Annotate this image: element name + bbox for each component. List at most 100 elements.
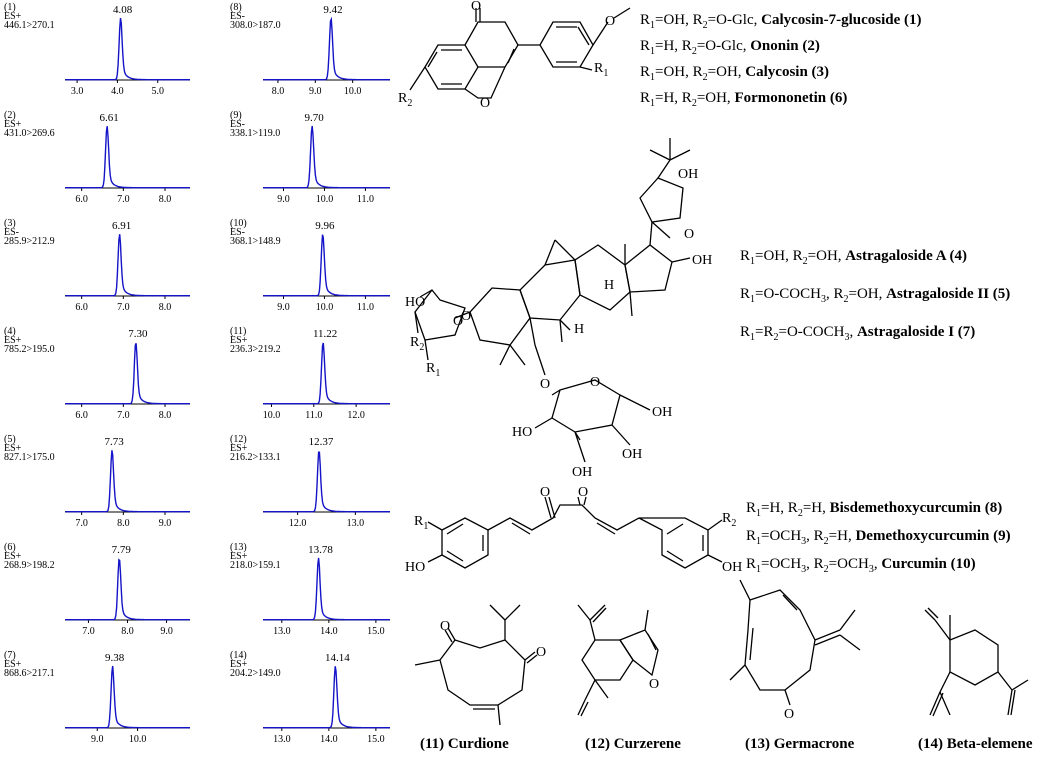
x-tick-label: 8.0 [159,410,172,421]
x-tick-label: 11.0 [357,194,374,205]
ionization-mode: ES+ [4,659,22,670]
atom-oh-glucose-bottom-1: OH [572,465,592,480]
ionization-mode: ES+ [4,443,22,454]
ionization-mode: ES+ [230,335,248,346]
chromatogram-trace [65,234,190,297]
curdione-structure [414,604,538,726]
compound-number: (5) [4,434,16,445]
atom-ho-curcumin: HO [405,560,425,575]
peak-retention-time: 13.78 [308,544,333,556]
chromatogram-trace [65,665,190,729]
x-tick-label: 13.0 [347,518,365,529]
x-tick-label: 14.0 [320,626,338,637]
ionization-mode: ES+ [230,443,248,454]
isoflavone-row-4: R1=H, R2=OH, Formononetin (6) [640,90,848,109]
x-tick-label: 11.0 [305,410,322,421]
label-curzerene: (12) Curzerene [585,736,681,752]
x-tick-label: 9.0 [91,734,104,745]
compound-number: (1) [4,2,16,13]
x-tick-label: 15.0 [367,626,385,637]
x-tick-label: 8.0 [159,194,172,205]
mrm-transition: 268.9>198.2 [4,560,55,571]
label-beta-elemene: (14) Beta-elemene [918,736,1033,752]
x-tick-label: 10.0 [263,410,281,421]
curzerene-structure [577,604,659,717]
atom-o-curdione-2: O [536,645,546,660]
atom-o-curzerene: O [649,677,659,692]
saponin-atom-labels: OH O OH H H HO O R2 R1 O O O OH HO OH OH [405,167,712,480]
mrm-transition: 431.0>269.6 [4,128,55,139]
peak-retention-time: 14.14 [325,652,350,664]
ionization-mode: ES+ [4,11,22,22]
atom-r1-saponin: R1 [426,361,440,379]
mrm-transition: 785.2>195.0 [4,344,55,355]
atom-ho-glucose: HO [512,425,532,440]
atom-o-carbonyl: O [471,0,481,14]
mrm-transition: 218.0>159.1 [230,560,281,571]
peak-retention-time: 9.38 [105,652,125,664]
compound-number: (6) [4,542,16,553]
saponin-row-3: R1=R2=O-COCH3, Astragaloside I (7) [740,324,976,343]
chromatogram-trace [263,557,390,621]
ionization-mode: ES+ [4,551,22,562]
chromatogram-trace [263,451,390,513]
chromatogram-trace [263,125,390,189]
atom-o-ketone-1: O [540,485,550,500]
compound-number: (8) [230,2,242,13]
x-tick-label: 10.0 [129,734,147,745]
x-tick-label: 7.0 [82,626,95,637]
chromatogram-trace [263,234,390,297]
x-tick-label: 9.0 [277,302,290,313]
peak-retention-time: 7.79 [112,544,132,556]
atom-oh-glucose-bottom-2: OH [622,447,642,462]
atom-o-ketone-2: O [578,485,588,500]
compound-number: (7) [4,650,16,661]
chromatogram-trace [65,17,190,81]
compound-number: (11) [230,326,246,337]
atom-o-link-glucose: O [540,377,550,392]
mrm-transition: 827.1>175.0 [4,452,55,463]
ionization-mode: ES+ [230,659,248,670]
peak-retention-time: 7.73 [104,436,124,448]
x-tick-label: 14.0 [320,734,338,745]
isoflavone-row-3: R1=OH, R2=OH, Calycosin (3) [640,64,830,83]
x-tick-label: 9.0 [309,86,322,97]
isoflavone-structure [409,7,631,99]
peak-retention-time: 9.42 [323,4,342,16]
x-tick-label: 10.0 [316,194,334,205]
mrm-transition: 204.2>149.0 [230,668,281,679]
atom-oh-glucose-right: OH [652,405,672,420]
peak-retention-time: 4.08 [113,4,133,16]
atom-oh-d-ring: OH [692,253,712,268]
chromatogram-trace [65,450,190,513]
x-tick-label: 7.0 [117,302,130,313]
chromatogram-trace [263,342,390,405]
atom-h-14: H [604,278,614,293]
x-tick-label: 7.0 [117,194,130,205]
atom-r2-curcumin: R2 [722,511,736,529]
atom-oh-curcumin: OH [722,560,742,575]
x-tick-label: 3.0 [71,86,84,97]
atom-r1: R1 [594,61,608,79]
compound-number: (3) [4,218,16,229]
chromatogram-trace [65,343,190,405]
atom-o-glucose: O [590,375,600,390]
curcumin-row-3: R1=OCH3, R2=OCH3, Curcumin (10) [746,556,976,575]
germacrone-structure [729,579,861,706]
x-tick-label: 5.0 [151,86,164,97]
chromatogram-trace [263,16,390,81]
ionization-mode: ES- [230,227,245,238]
x-tick-label: 13.0 [273,626,291,637]
x-tick-label: 8.0 [121,626,134,637]
x-tick-label: 10.0 [344,86,362,97]
compound-number: (10) [230,218,247,229]
saponin-row-1: R1=OH, R2=OH, Astragaloside A (4) [740,248,967,267]
